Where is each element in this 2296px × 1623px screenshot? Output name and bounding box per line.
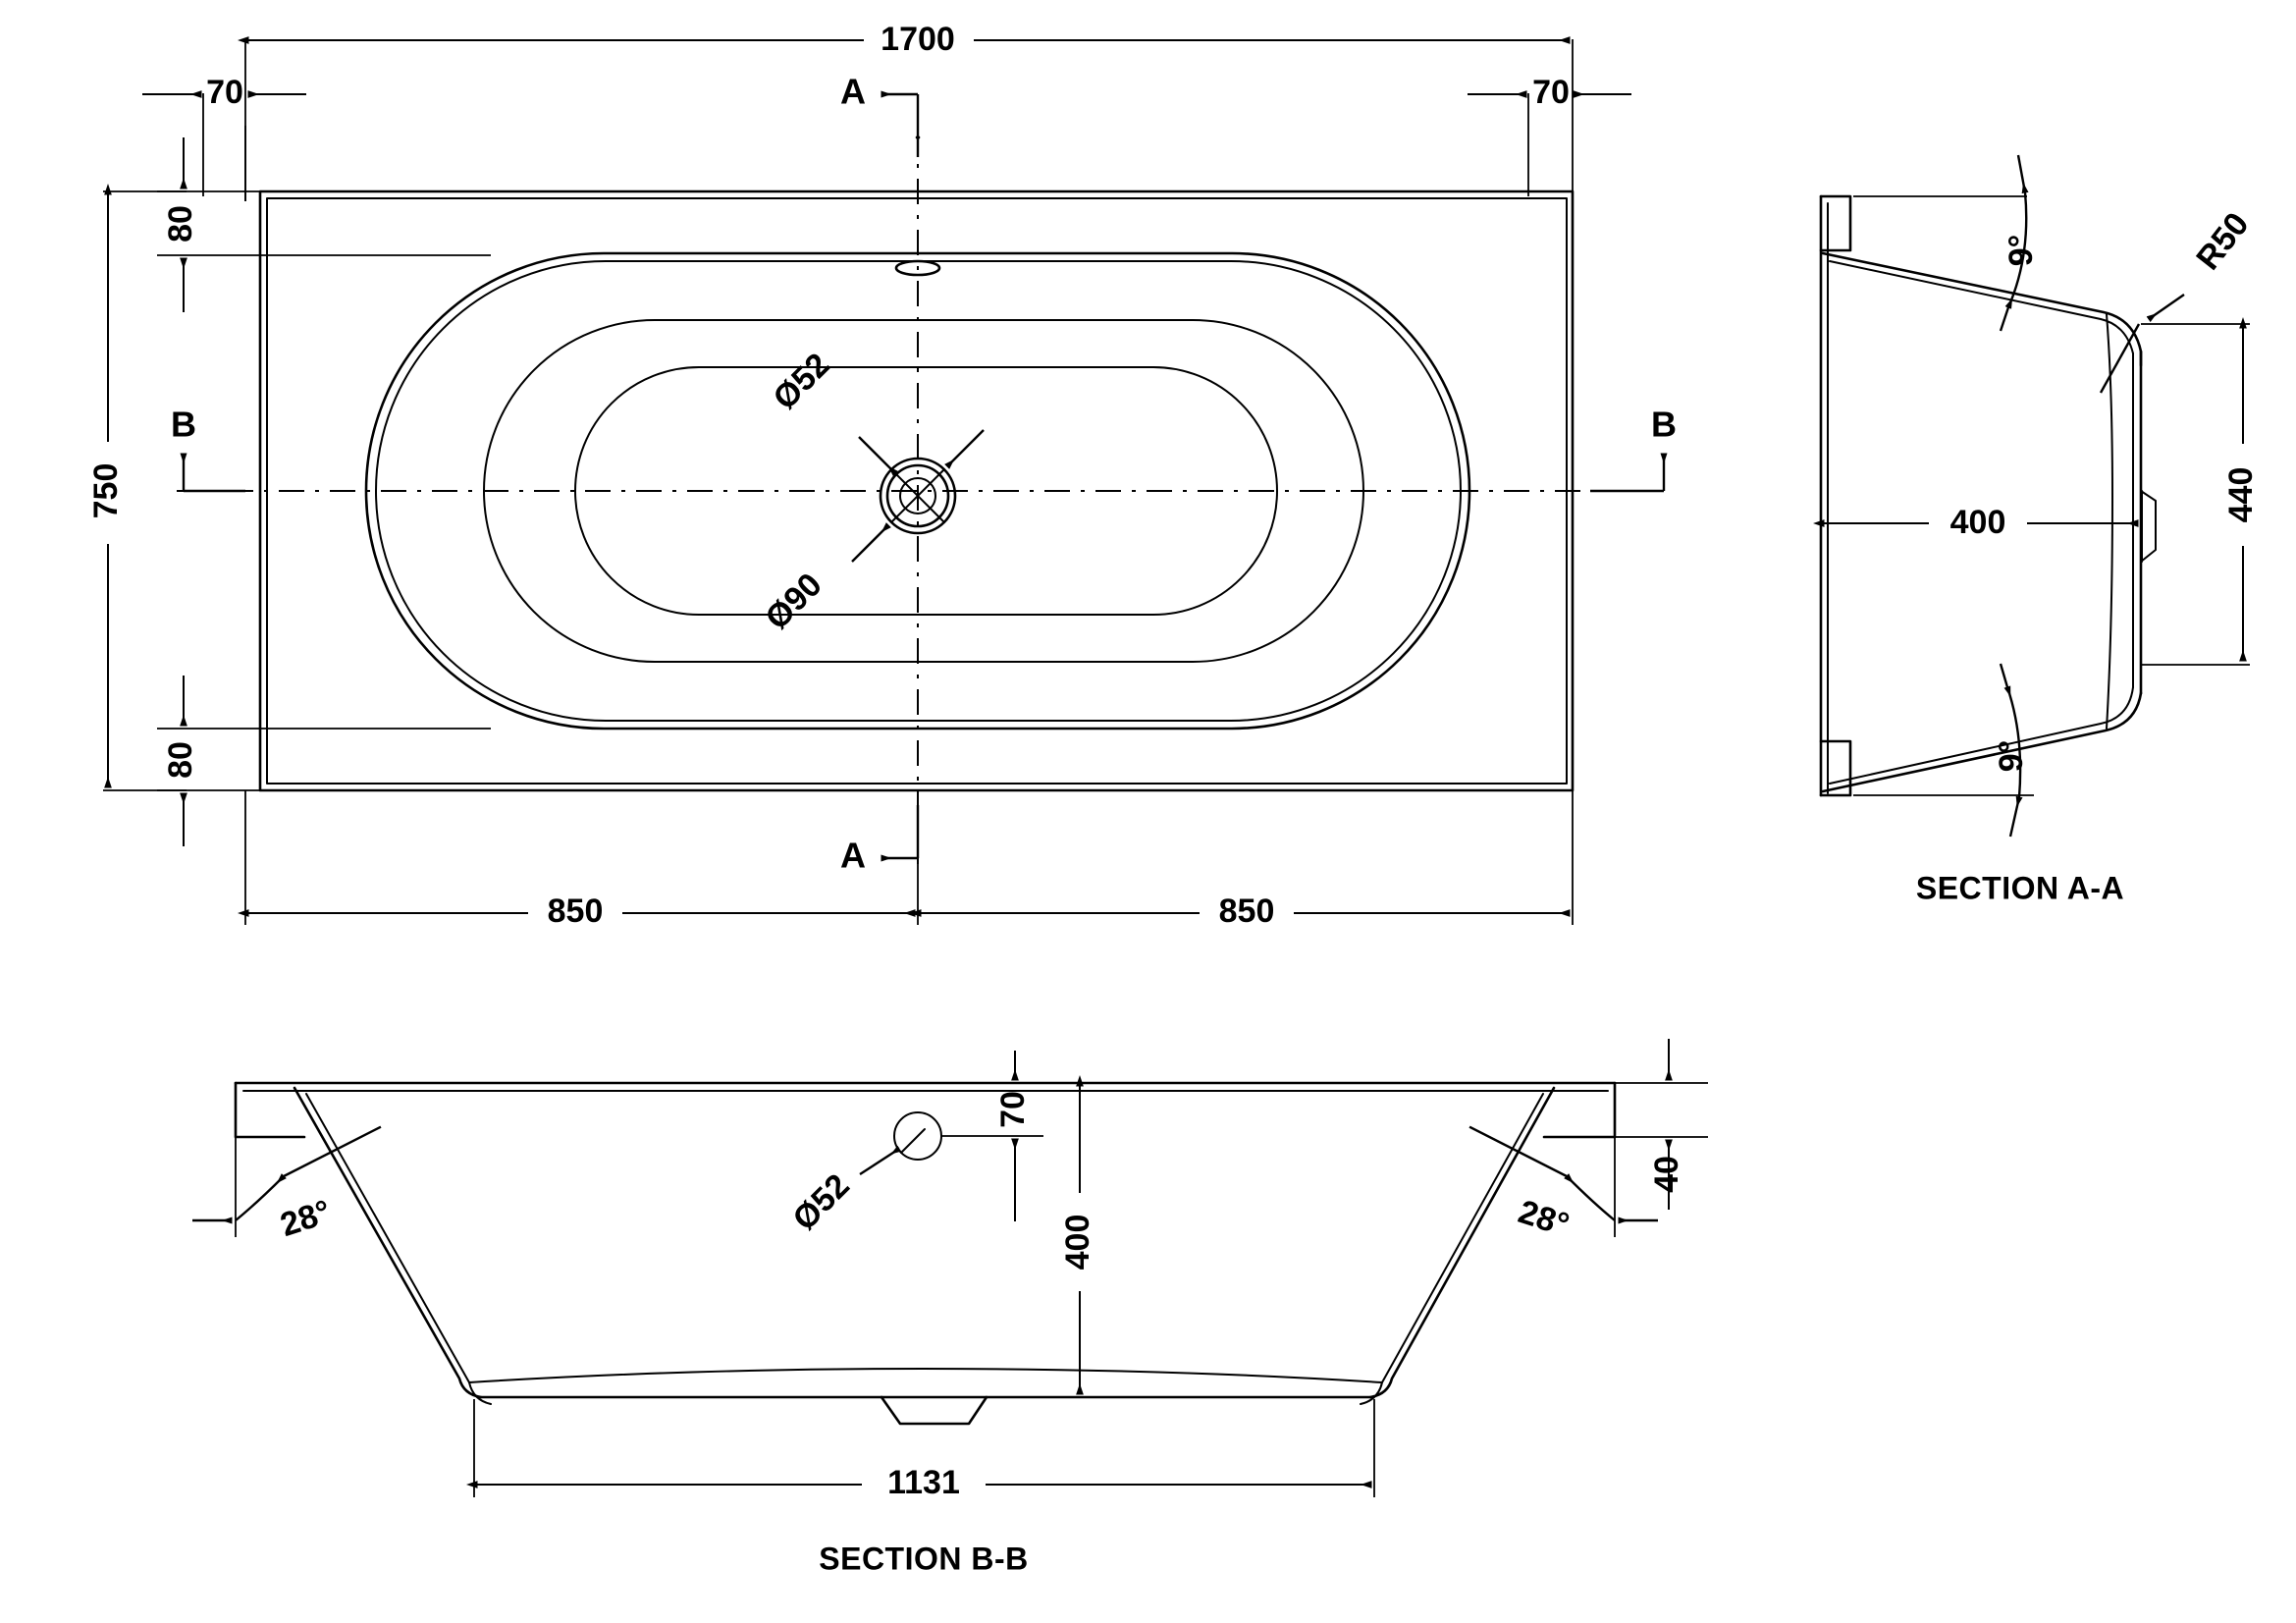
callout-section-aa-r50: R50 (2099, 205, 2257, 394)
waste-leader-d90: Ø90 (758, 522, 891, 637)
section-marker-label-a-top: A (840, 72, 866, 112)
callout-section-bb-d52: Ø52 (785, 1145, 902, 1238)
section-aa-title: SECTION A-A (1916, 870, 2124, 905)
dim-section-bb-40: 40 (1571, 1039, 1708, 1210)
plan-view-group: 1700 70 70 80 (87, 21, 1677, 933)
dim-label-bb-400: 400 (1059, 1215, 1096, 1271)
dim-label-rim-bottom-80: 80 (162, 741, 199, 779)
dim-section-bb-1131: 1131 (466, 1399, 1375, 1504)
section-aa-grip-recess (2140, 490, 2157, 563)
waste-outlet-plan (879, 457, 957, 535)
dim-rim-bottom-80: 80 (157, 676, 491, 846)
callout-section-aa-angle-top: 9° (1853, 154, 2040, 332)
dim-label-waste-d52: Ø52 (766, 346, 836, 416)
dim-half-lengths: 850 850 (238, 790, 1574, 933)
section-bb-group: 70 Ø52 400 40 1131 (192, 1039, 1708, 1576)
dim-label-bb-70: 70 (994, 1091, 1032, 1128)
section-bb-floor-inner (468, 1368, 1383, 1383)
dim-label-bb-angle-right: 28° (1514, 1193, 1574, 1244)
dim-label-aa-angle-bottom: 9° (1993, 740, 2030, 773)
callout-section-bb-angle-right: 28° (1468, 1125, 1658, 1244)
waste-leader-d52: Ø52 (766, 346, 985, 476)
section-marker-a-bottom: A (840, 805, 920, 876)
callout-section-aa-angle-bottom: 9° (1853, 663, 2034, 838)
section-bb-title: SECTION B-B (819, 1541, 1029, 1576)
dim-section-aa-400: 400 (1813, 504, 2139, 544)
section-marker-label-b-left: B (171, 405, 196, 445)
section-aa-lower-wall (1821, 686, 2143, 793)
bath-rim-oval-outer (364, 251, 1471, 730)
section-marker-label-a-bottom: A (840, 836, 866, 876)
dim-label-aa-440: 440 (2222, 467, 2260, 523)
section-aa-group: 400 440 R50 9° (1813, 154, 2265, 905)
dim-label-rim-top-80: 80 (162, 205, 199, 243)
dim-label-bb-d52: Ø52 (785, 1166, 856, 1237)
dim-label-750: 750 (87, 463, 125, 519)
section-bb-overflow-hole (893, 1111, 942, 1161)
dim-label-bb-1131: 1131 (887, 1464, 960, 1501)
dim-label-rim-left-70: 70 (206, 74, 243, 111)
section-aa-lower-rim (1819, 739, 1852, 797)
section-aa-upper-wall (1821, 251, 2143, 367)
dim-label-rim-right-70: 70 (1532, 74, 1570, 111)
overflow-outlet-plan (894, 259, 941, 277)
bath-bowl-mid-contour (483, 319, 1364, 663)
dim-rim-top-80: 80 (157, 137, 491, 312)
section-aa-inner-bowl-line (2106, 313, 2113, 730)
dim-label-aa-400: 400 (1950, 504, 2006, 541)
dim-section-aa-440: 440 (2141, 317, 2265, 666)
section-marker-b-left: B (171, 405, 245, 493)
dim-section-bb-70: 70 (941, 1051, 1043, 1221)
dim-rim-left-70: 70 (142, 74, 306, 196)
dim-rim-right-70: 70 (1468, 74, 1631, 196)
section-bb-right-wall (1360, 1086, 1556, 1405)
section-marker-a-top: A (840, 72, 921, 157)
dim-label-bb-40: 40 (1648, 1156, 1685, 1193)
section-bb-left-wall (293, 1086, 492, 1405)
dim-label-bb-angle-left: 28° (276, 1193, 336, 1244)
dim-label-waste-d90: Ø90 (758, 566, 828, 636)
dim-overall-length-1700: 1700 (238, 21, 1574, 201)
dim-label-1700: 1700 (881, 21, 955, 58)
dim-label-850-left: 850 (548, 893, 604, 930)
section-aa-left-rim (1819, 194, 1852, 797)
callout-section-bb-angle-left: 28° (192, 1125, 382, 1244)
dim-label-aa-angle-top: 9° (2002, 235, 2040, 267)
section-marker-label-b-right: B (1651, 405, 1677, 445)
section-bb-waste-boss (880, 1395, 988, 1426)
dim-label-850-right: 850 (1219, 893, 1275, 930)
dim-overall-width-750: 750 (87, 184, 187, 791)
section-marker-b-right: B (1590, 405, 1677, 493)
dim-label-aa-r50: R50 (2189, 205, 2256, 277)
bath-bowl-base-contour (574, 366, 1278, 616)
dim-section-bb-400: 400 (1026, 1075, 1119, 1398)
